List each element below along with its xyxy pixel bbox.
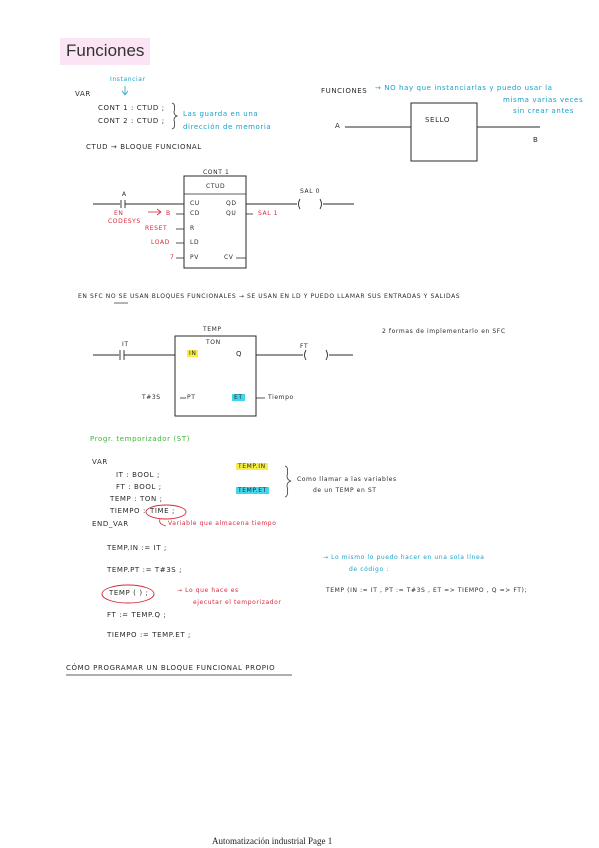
ton-pin-et: ET bbox=[232, 394, 245, 401]
output-sal1-label: SAL 1 bbox=[258, 210, 279, 217]
instanciar-note: Instanciar bbox=[110, 76, 146, 83]
exec-note-line2: ejecutar el temporizador bbox=[193, 599, 282, 606]
ton-pin-q: Q bbox=[236, 350, 243, 358]
code-decl-ft: FT : BOOL ; bbox=[116, 483, 162, 491]
code-var-keyword: VAR bbox=[92, 458, 108, 466]
page-footer: Automatización industrial Page 1 bbox=[212, 836, 333, 846]
pin-cv: CV bbox=[224, 254, 234, 261]
funciones-label: FUNCIONES bbox=[321, 87, 368, 95]
stmt-temp-in: TEMP.IN := IT ; bbox=[107, 544, 167, 552]
memory-note-line1: Las guarda en una bbox=[183, 110, 259, 118]
coil-sal0-label: SAL 0 bbox=[300, 188, 321, 195]
ton-contact-label: IT bbox=[122, 341, 129, 348]
code-decl-tiempo: TIEMPO : bbox=[110, 507, 146, 515]
sello-output-b: B bbox=[533, 136, 539, 144]
en-codesys-line2: CODESYS bbox=[108, 218, 141, 225]
contact-a-label: A bbox=[122, 191, 127, 198]
pin-qu: QU bbox=[226, 210, 237, 217]
ton-pin-in: IN bbox=[187, 350, 199, 357]
call-note-line2: de un TEMP en ST bbox=[313, 487, 377, 494]
sello-block-label: SELLO bbox=[425, 116, 450, 124]
stmt-temp-call: TEMP ( ) ; bbox=[109, 589, 149, 597]
ctud-instance: CONT 1 bbox=[203, 169, 230, 176]
var-keyword: VAR bbox=[75, 90, 91, 98]
funciones-note-line1: → NO hay que instanciarlas y puedo usar … bbox=[375, 84, 553, 92]
tag-temp-et: TEMP.ET bbox=[236, 487, 269, 494]
code-end-var: END_VAR bbox=[92, 520, 129, 528]
pin-cd: CD bbox=[190, 210, 201, 217]
call-note-line1: Como llamar a las variables bbox=[297, 476, 397, 483]
en-codesys-line1: EN bbox=[114, 210, 124, 217]
input-pv-value: 7 bbox=[170, 254, 175, 261]
time-variable-note: Variable que almacena tiempo bbox=[168, 520, 277, 527]
stmt-temp-pt: TEMP.PT := T#3S ; bbox=[107, 566, 183, 574]
stmt-ft: FT := TEMP.Q ; bbox=[107, 611, 167, 619]
pin-cu: CU bbox=[190, 200, 200, 207]
funciones-note-line2: misma varias veces bbox=[503, 96, 584, 104]
ton-et-output: Tiempo bbox=[268, 394, 294, 401]
program-title: Progr. temporizador (ST) bbox=[90, 435, 191, 443]
exec-note-line1: → Lo que hace es bbox=[177, 587, 239, 594]
oneline-code: TEMP (IN := IT , PT := T#3S , ET => TIEM… bbox=[326, 587, 528, 594]
ton-instance: TEMP bbox=[203, 326, 222, 333]
decl-cont1: CONT 1 : CTUD ; bbox=[98, 104, 165, 112]
custom-fb-heading: CÓMO PROGRAMAR UN BLOQUE FUNCIONAL PROPI… bbox=[66, 664, 276, 672]
ctud-heading: CTUD → BLOQUE FUNCIONAL bbox=[86, 143, 202, 151]
decl-cont2: CONT 2 : CTUD ; bbox=[98, 117, 165, 125]
input-b-label: B bbox=[166, 210, 171, 217]
page-title: Funciones bbox=[60, 38, 151, 65]
stmt-tiempo: TIEMPO := TEMP.ET ; bbox=[107, 631, 191, 639]
oneline-note-line1: → Lo mismo lo puedo hacer en una sola lí… bbox=[323, 554, 485, 561]
funciones-note-line3: sin crear antes bbox=[513, 107, 574, 115]
sfc-implementation-note: 2 formas de implementarlo en SFC bbox=[382, 328, 506, 335]
sello-input-a: A bbox=[335, 122, 341, 130]
memory-note-line2: dirección de memoria bbox=[183, 123, 272, 131]
pin-ld: LD bbox=[190, 239, 200, 246]
ctud-type: CTUD bbox=[206, 183, 226, 190]
pin-pv: PV bbox=[190, 254, 199, 261]
ton-pt-value: T#3S bbox=[142, 394, 161, 401]
code-decl-time-type: TIME ; bbox=[150, 507, 175, 515]
ton-type: TON bbox=[206, 339, 221, 346]
tag-temp-in: TEMP.IN bbox=[236, 463, 268, 470]
oneline-note-line2: de código : bbox=[349, 566, 389, 573]
ton-pin-pt: PT bbox=[187, 394, 196, 401]
sfc-sentence: EN SFC NO SE USAN BLOQUES FUNCIONALES → … bbox=[78, 293, 461, 300]
pin-qd: QD bbox=[226, 200, 237, 207]
code-decl-temp: TEMP : TON ; bbox=[110, 495, 163, 503]
input-load-label: LOAD bbox=[151, 239, 170, 246]
code-decl-it: IT : BOOL ; bbox=[116, 471, 160, 479]
input-reset-label: RESET bbox=[145, 225, 168, 232]
pin-r: R bbox=[190, 225, 195, 232]
ton-coil-label: FT bbox=[300, 343, 309, 350]
